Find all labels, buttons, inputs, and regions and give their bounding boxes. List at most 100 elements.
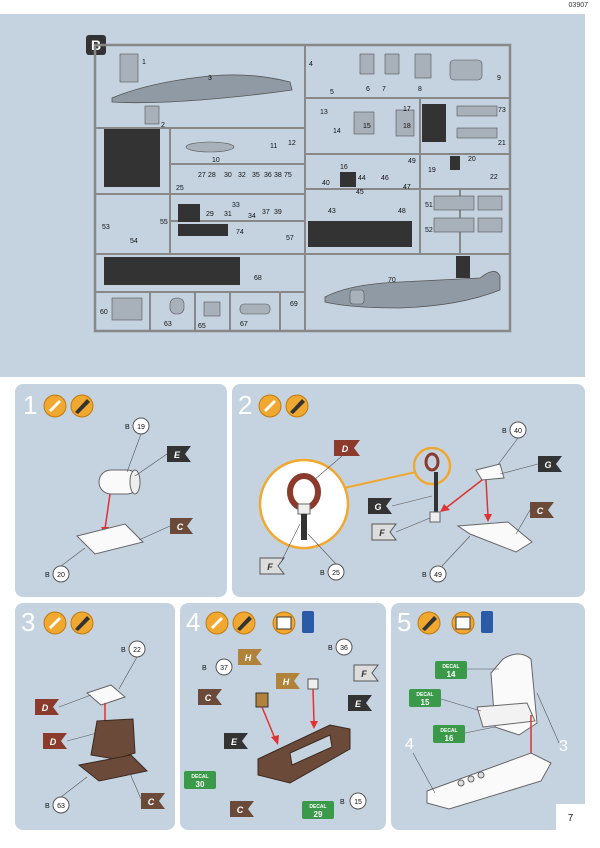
svg-text:4: 4 bbox=[309, 61, 313, 68]
step-2-callout-49: 49 bbox=[434, 572, 442, 579]
svg-text:E: E bbox=[174, 450, 181, 460]
color-flag-e bbox=[167, 446, 191, 462]
svg-text:7: 7 bbox=[382, 86, 386, 93]
svg-text:C: C bbox=[205, 693, 212, 703]
step-4-callout-15: 15 bbox=[354, 799, 362, 806]
sprue-panel: B bbox=[0, 14, 585, 377]
svg-text:20: 20 bbox=[468, 156, 476, 163]
svg-text:1: 1 bbox=[142, 59, 146, 66]
svg-text:D: D bbox=[42, 703, 49, 713]
color-flag-d bbox=[35, 699, 59, 715]
step-1-icons bbox=[43, 394, 94, 418]
step-3-callout-22: 22 bbox=[133, 647, 141, 654]
document-code: 03907 bbox=[568, 2, 588, 9]
svg-text:B: B bbox=[328, 645, 333, 652]
step-4-knob-part bbox=[255, 692, 269, 708]
svg-text:25: 25 bbox=[176, 185, 184, 192]
zoom-source-circle bbox=[412, 446, 452, 486]
svg-text:40: 40 bbox=[322, 180, 330, 187]
svg-text:DECAL: DECAL bbox=[442, 664, 459, 670]
svg-text:34: 34 bbox=[248, 213, 256, 220]
step-2-icons bbox=[258, 394, 309, 418]
svg-text:3: 3 bbox=[208, 75, 212, 82]
step-4-callout-36: 36 bbox=[340, 645, 348, 652]
svg-text:B: B bbox=[340, 799, 345, 806]
svg-text:H: H bbox=[245, 653, 252, 663]
color-flag-d bbox=[334, 440, 360, 456]
svg-text:B: B bbox=[502, 428, 507, 435]
svg-text:14: 14 bbox=[333, 128, 341, 135]
svg-text:70: 70 bbox=[388, 277, 396, 284]
svg-text:39: 39 bbox=[274, 209, 282, 216]
color-flag-c bbox=[198, 689, 222, 705]
svg-text:33: 33 bbox=[232, 202, 240, 209]
step-5-diagram: DECAL 14 DECAL 15 DECAL 16 4 3 bbox=[405, 611, 568, 810]
sprue-diagram: B bbox=[86, 35, 512, 333]
svg-text:10: 10 bbox=[212, 157, 220, 164]
fuselage-right bbox=[324, 271, 501, 309]
svg-text:DECAL: DECAL bbox=[191, 774, 208, 780]
svg-text:37: 37 bbox=[262, 209, 270, 216]
subassembly-label-3: 3 bbox=[559, 738, 568, 755]
step-2-panel: 2 D G F B 25 B 40 bbox=[232, 384, 585, 597]
control-ring-small bbox=[424, 452, 440, 472]
svg-text:H: H bbox=[283, 677, 290, 687]
step-4-small-part bbox=[307, 678, 319, 690]
svg-text:44: 44 bbox=[358, 175, 366, 182]
svg-text:E: E bbox=[355, 699, 362, 709]
svg-text:30: 30 bbox=[196, 780, 205, 789]
svg-text:G: G bbox=[374, 502, 381, 512]
svg-text:57: 57 bbox=[286, 235, 294, 242]
svg-text:C: C bbox=[148, 797, 155, 807]
step-3-icons bbox=[43, 611, 94, 635]
svg-text:DECAL: DECAL bbox=[440, 728, 457, 734]
color-flag-f bbox=[353, 664, 379, 682]
step-3-callout-63: 63 bbox=[57, 803, 65, 810]
svg-text:28: 28 bbox=[208, 172, 216, 179]
svg-text:F: F bbox=[361, 669, 367, 679]
svg-text:B: B bbox=[45, 572, 50, 579]
svg-text:67: 67 bbox=[240, 321, 248, 328]
step-4-icons bbox=[205, 611, 314, 635]
svg-text:5: 5 bbox=[330, 89, 334, 96]
color-flag-e bbox=[224, 733, 248, 749]
svg-text:D: D bbox=[50, 737, 57, 747]
svg-text:51: 51 bbox=[425, 202, 433, 209]
svg-text:14: 14 bbox=[447, 670, 456, 679]
svg-text:35: 35 bbox=[252, 172, 260, 179]
step-1-panel: 1 B 19 E C B 20 bbox=[15, 384, 227, 597]
svg-text:29: 29 bbox=[206, 211, 214, 218]
color-flag-e-2 bbox=[348, 695, 372, 711]
sprue-small-parts bbox=[111, 53, 503, 321]
color-flag-c bbox=[170, 518, 193, 534]
step-2-diagram: D G F B 25 B 40 G F C B 49 bbox=[258, 394, 562, 583]
step-5-number: 5 bbox=[397, 607, 412, 637]
svg-text:63: 63 bbox=[164, 321, 172, 328]
step-2-number: 2 bbox=[238, 390, 253, 420]
svg-text:38: 38 bbox=[274, 172, 282, 179]
svg-text:29: 29 bbox=[314, 810, 323, 819]
svg-text:52: 52 bbox=[425, 227, 433, 234]
svg-text:60: 60 bbox=[100, 309, 108, 316]
svg-text:36: 36 bbox=[264, 172, 272, 179]
decal-fluid-icon bbox=[302, 611, 314, 633]
svg-text:12: 12 bbox=[288, 140, 296, 147]
svg-text:16: 16 bbox=[445, 734, 454, 743]
subassembly-label-4: 4 bbox=[405, 736, 414, 753]
svg-text:6: 6 bbox=[366, 86, 370, 93]
svg-text:15: 15 bbox=[363, 123, 371, 130]
step-3-panel: 3 B 22 D D C B 63 bbox=[15, 603, 175, 830]
color-flag-f-2 bbox=[371, 523, 397, 541]
step-4-diagram: B 37 H C E H B 36 F E DECAL 30 DECAL bbox=[184, 611, 379, 819]
svg-text:B: B bbox=[422, 572, 427, 579]
svg-text:22: 22 bbox=[490, 174, 498, 181]
svg-text:53: 53 bbox=[102, 224, 110, 231]
svg-text:75: 75 bbox=[284, 172, 292, 179]
svg-text:G: G bbox=[544, 460, 551, 470]
svg-text:B: B bbox=[202, 665, 207, 672]
svg-text:32: 32 bbox=[238, 172, 246, 179]
step-2-base-part bbox=[456, 521, 533, 553]
step-2-callout-40: 40 bbox=[514, 428, 522, 435]
svg-text:F: F bbox=[379, 528, 385, 538]
svg-text:48: 48 bbox=[398, 208, 406, 215]
